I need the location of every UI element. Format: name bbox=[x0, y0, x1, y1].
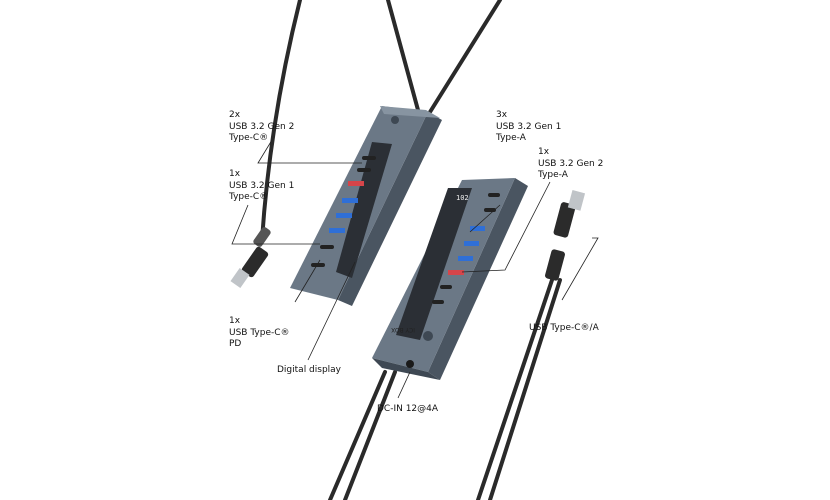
dc-jack bbox=[406, 360, 414, 368]
hub-back-view: 102 ICY BOX bbox=[372, 178, 528, 380]
hub2-cable-a bbox=[328, 370, 387, 500]
leader-lines bbox=[231, 139, 599, 399]
right-adapter-cable-a bbox=[476, 278, 554, 500]
hub-front-view bbox=[290, 106, 442, 306]
hub1-cable-a bbox=[386, 0, 420, 112]
label-dc-in: DC-IN 12@4A bbox=[377, 404, 439, 414]
usb-a-red-port bbox=[348, 181, 364, 186]
hub2-cable-b bbox=[343, 370, 397, 500]
label-cable: USB Type-C®/A bbox=[529, 323, 599, 333]
display-strip bbox=[396, 188, 472, 340]
display-strip bbox=[336, 142, 392, 278]
brand-logo-icon bbox=[391, 116, 399, 124]
right-adapter-cable-b bbox=[488, 278, 562, 500]
cables bbox=[260, 0, 562, 500]
right-adapter bbox=[545, 190, 586, 281]
left-adapter bbox=[230, 227, 271, 288]
brand-logo-icon bbox=[423, 331, 433, 341]
left-adapter-cable bbox=[260, 0, 302, 242]
label-digital-display: Digital display bbox=[277, 365, 342, 375]
hub1-cable-b bbox=[428, 0, 502, 114]
display-readout: 102 bbox=[456, 194, 469, 202]
brand-text: ICY BOX bbox=[391, 326, 415, 333]
